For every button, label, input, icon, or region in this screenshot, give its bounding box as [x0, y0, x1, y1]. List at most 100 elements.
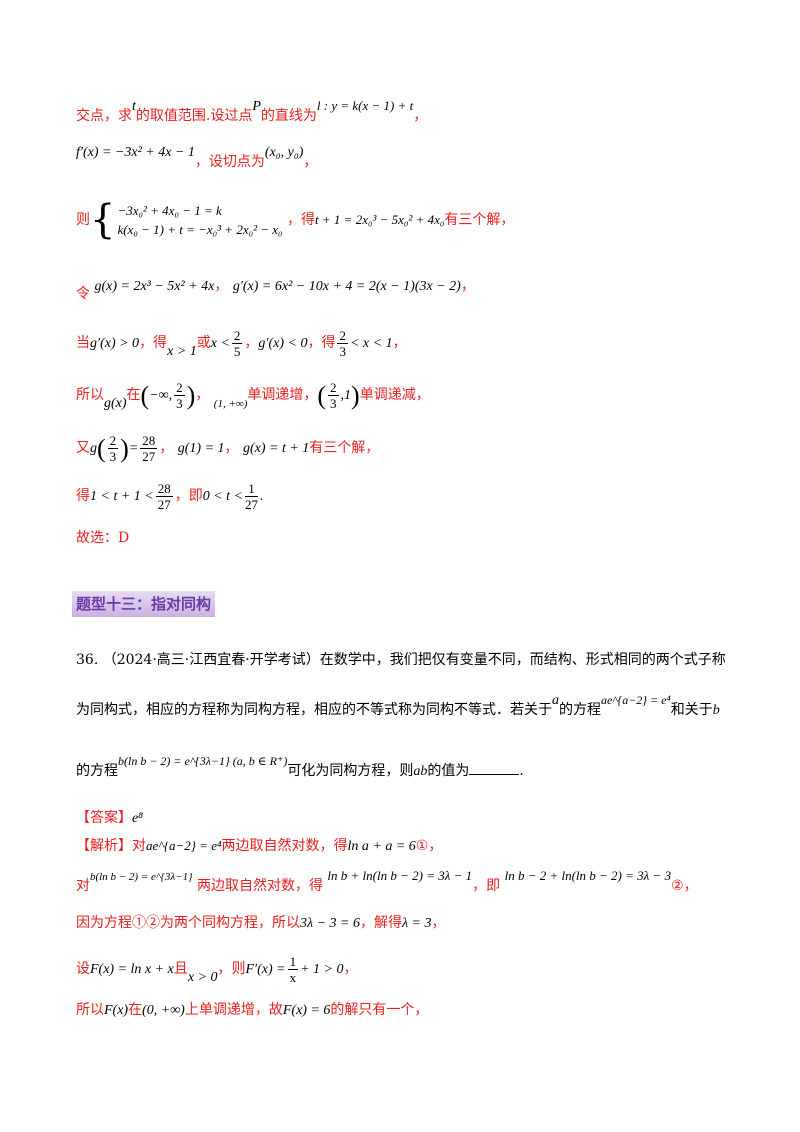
text: ， [244, 335, 259, 351]
problem-text: . [519, 763, 524, 779]
frac-den: 3 [176, 396, 183, 412]
math-expr: g(x) = 2x³ − 5x² + 4x [94, 279, 215, 294]
math-expr: ae^{a−2} = e⁴ [146, 838, 222, 853]
text: 或 [196, 335, 211, 351]
answer-value: e⁸ [132, 811, 144, 826]
text: ， [343, 961, 358, 977]
text: ，得 [139, 335, 168, 351]
final-answer: 故选：D [76, 530, 130, 546]
frac-num: 2 [231, 327, 243, 344]
text: 又 [76, 440, 90, 456]
solution-line-2: f′(x) = −3x² + 4x − 1，设切点为(x₀, y₀)， [76, 145, 740, 173]
math-expr: < x < 1 [349, 336, 393, 351]
frac-num: 28 [155, 480, 173, 497]
analysis-line-2: 对b(ln b − 2) = e^{3λ−1} 两边取自然对数，得 ln b +… [76, 868, 740, 897]
text: ，即 [472, 878, 501, 894]
math-expr: F(x) = 6 [282, 1003, 331, 1018]
func-name: g [90, 441, 97, 456]
math-expr: g′(x) = 6x² − 10x + 4 = 2(x − 1)(3x − 2) [232, 279, 461, 294]
text: 令 [76, 286, 90, 302]
math-expr: (x₀, y₀) [264, 145, 304, 160]
section-heading: 题型十三：指对同构 [72, 591, 216, 617]
math-expr: 1 < t + 1 < [90, 489, 154, 504]
math-expr: F(x) = ln x + x [90, 962, 174, 977]
system-eq-2: k(x₀ − 1) + t = −x₀³ + 2x₀² − x₀ [117, 222, 283, 237]
frac-den: 3 [330, 396, 337, 412]
math-var: t [132, 99, 136, 114]
text: ，即 [174, 488, 203, 504]
text: 有三个解， [309, 440, 380, 456]
interval-part: ,1 [340, 388, 352, 403]
text: 上单调递增，故 [184, 1002, 283, 1018]
text: 的解只有一个， [330, 1002, 429, 1018]
text: 单调递增， [247, 387, 318, 403]
answer-line: 【答案】e⁸ [76, 808, 740, 829]
math-expr: g(1) = 1 [177, 441, 225, 456]
math-expr: x < [210, 336, 230, 351]
text: 所以 [76, 1002, 104, 1018]
math-expr: b(ln b − 2) = e^{3λ−1} [90, 871, 193, 883]
text: 则 [76, 212, 90, 228]
math-expr: t + 1 = 2x₀³ − 5x₀² + 4x₀ [315, 212, 445, 227]
text: ， [214, 278, 229, 294]
text: 因为方程①②为两个同构方程，所以 [76, 915, 300, 931]
text: 单调递减， [359, 387, 430, 403]
text: 得 [76, 488, 90, 504]
frac-num: 2 [337, 327, 348, 344]
problem-text: 的方程 [559, 702, 601, 718]
equals: = [128, 441, 139, 456]
analysis-label: 【解析】 [76, 838, 132, 854]
text: ，解得 [359, 915, 402, 931]
text: ， [224, 440, 239, 456]
frac-num: 2 [107, 433, 119, 450]
math-expr: x > 1 [167, 344, 197, 359]
frac-den: 5 [233, 343, 241, 359]
answer-label: 【答案】 [76, 810, 132, 826]
math-expr: + 1 > 0 [300, 962, 344, 977]
solution-line-9: 故选：D [76, 528, 740, 548]
math-expr: . [260, 489, 264, 504]
text: 交点，求 [76, 108, 132, 124]
problem-text: 的方程 [76, 763, 118, 779]
math-expr: ln a + a = 6 [347, 839, 416, 854]
problem-text: 可化为同构方程，则 [287, 763, 414, 779]
text: ，得 [307, 335, 336, 351]
math-expr: ln b + ln(ln b − 2) = 3λ − 1 [327, 868, 473, 883]
text: 且 [173, 961, 188, 977]
problem-text: 36. （2024·高三·江西宜春·开学考试）在数学中，我们把仅有变量不同，而结… [76, 652, 726, 668]
math-var: P [252, 99, 261, 114]
math-expr: λ = 3 [401, 916, 432, 931]
text: 设 [76, 961, 90, 977]
system-eq-1: −3x₀² + 4x₀ − 1 = k [117, 203, 222, 218]
frac-den: 3 [109, 449, 117, 465]
problem-text: 为同构式，相应的方程称为同构方程，相应的不等式称为同构不等式．若关于 [76, 702, 552, 718]
frac-den: x [289, 969, 297, 985]
math-var: ab [413, 764, 428, 779]
math-var: b [712, 703, 720, 718]
text: ， [460, 278, 475, 294]
problem-line-2: 为同构式，相应的方程称为同构方程，相应的不等式称为同构不等式．若关于a的方程ae… [76, 693, 740, 721]
math-expr: g(x) = t + 1 [242, 441, 310, 456]
analysis-line-3: 因为方程①②为两个同构方程，所以3λ − 3 = 6，解得λ = 3， [76, 913, 740, 934]
problem-line-1: 36. （2024·高三·江西宜春·开学考试）在数学中，我们把仅有变量不同，而结… [76, 650, 740, 670]
math-expr: g′(x) > 0 [90, 336, 140, 351]
frac-num: 28 [140, 433, 158, 450]
math-expr: F′(x) = [245, 962, 286, 977]
text: ，设切点为 [194, 154, 265, 170]
problem-line-3: 的方程b(ln b − 2) = e^{3λ−1} (a, b ∈ R⁺)可化为… [76, 754, 740, 782]
math-expr: (0, +∞) [142, 1003, 185, 1018]
text: 的直线为 [260, 108, 317, 124]
text: ①， [415, 838, 443, 854]
analysis-line-5: 所以F(x)在(0, +∞)上单调递增，故F(x) = 6的解只有一个， [76, 1000, 740, 1021]
frac-den: 3 [339, 343, 346, 359]
